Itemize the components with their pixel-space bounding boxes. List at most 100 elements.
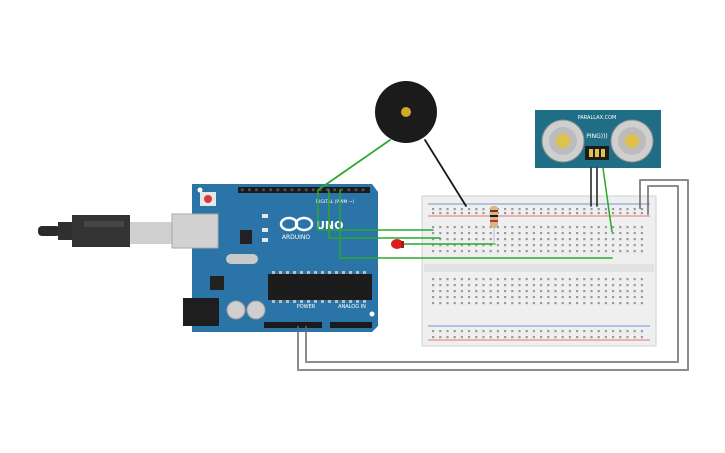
breadboard-hole bbox=[612, 226, 615, 229]
breadboard-hole bbox=[597, 238, 600, 241]
digital-pin-holes bbox=[241, 188, 365, 192]
breadboard-hole bbox=[504, 336, 507, 339]
breadboard-hole bbox=[561, 226, 564, 229]
ultrasonic-sensor[interactable]: PARALLAX.COM PING))) bbox=[535, 110, 661, 168]
breadboard-hole bbox=[432, 232, 435, 235]
sensor-pin-gnd[interactable] bbox=[589, 149, 593, 157]
breadboard-hole bbox=[626, 244, 629, 247]
resistor-band bbox=[490, 220, 498, 222]
breadboard-hole bbox=[597, 296, 600, 299]
breadboard-hole bbox=[547, 244, 550, 247]
breadboard-hole bbox=[460, 226, 463, 229]
breadboard-hole bbox=[504, 278, 507, 281]
resistor[interactable] bbox=[490, 206, 498, 228]
breadboard-hole bbox=[432, 296, 435, 299]
breadboard-hole bbox=[619, 296, 622, 299]
breadboard-hole bbox=[561, 238, 564, 241]
breadboard-hole bbox=[511, 232, 514, 235]
breadboard-hole bbox=[568, 330, 571, 333]
sensor-pin-5v[interactable] bbox=[595, 149, 599, 157]
breadboard-hole bbox=[496, 336, 499, 339]
wire-green-1[interactable] bbox=[317, 189, 434, 231]
breadboard-hole bbox=[561, 208, 564, 211]
breadboard-hole bbox=[576, 244, 579, 247]
breadboard-hole bbox=[439, 284, 442, 287]
arduino-led-tx bbox=[262, 228, 268, 232]
breadboard-hole bbox=[489, 302, 492, 305]
breadboard-hole bbox=[626, 336, 629, 339]
breadboard-hole bbox=[511, 238, 514, 241]
wire-sensor-signal[interactable] bbox=[602, 167, 613, 233]
usb-cable[interactable] bbox=[38, 215, 174, 247]
breadboard-hole bbox=[482, 296, 485, 299]
breadboard-hole bbox=[511, 284, 514, 287]
wire-buzzer-ground[interactable] bbox=[424, 139, 467, 207]
breadboard-hole bbox=[532, 302, 535, 305]
breadboard-hole bbox=[518, 302, 521, 305]
breadboard-hole bbox=[612, 212, 615, 215]
breadboard-hole bbox=[453, 278, 456, 281]
breadboard-hole bbox=[604, 244, 607, 247]
breadboard[interactable] bbox=[421, 195, 657, 347]
breadboard-hole bbox=[504, 302, 507, 305]
breadboard-hole bbox=[568, 232, 571, 235]
breadboard-hole bbox=[460, 250, 463, 253]
breadboard-hole bbox=[604, 208, 607, 211]
breadboard-hole bbox=[576, 278, 579, 281]
power-pin-header[interactable] bbox=[264, 322, 322, 328]
breadboard-hole bbox=[446, 226, 449, 229]
breadboard-hole bbox=[640, 232, 643, 235]
breadboard-hole bbox=[439, 296, 442, 299]
breadboard-hole bbox=[525, 336, 528, 339]
wire-green-3[interactable] bbox=[339, 189, 613, 259]
breadboard-hole bbox=[590, 330, 593, 333]
breadboard-hole bbox=[568, 244, 571, 247]
breadboard-hole bbox=[590, 250, 593, 253]
breadboard-hole bbox=[547, 232, 550, 235]
breadboard-hole bbox=[468, 278, 471, 281]
breadboard-hole bbox=[547, 336, 550, 339]
breadboard-hole bbox=[640, 290, 643, 293]
breadboard-hole bbox=[439, 208, 442, 211]
arduino-crystal bbox=[226, 254, 258, 264]
breadboard-hole bbox=[626, 284, 629, 287]
wire-green-2[interactable] bbox=[328, 189, 441, 239]
breadboard-hole bbox=[619, 336, 622, 339]
digital-pin-header[interactable] bbox=[238, 187, 370, 193]
breadboard-hole bbox=[482, 208, 485, 211]
arduino-capacitor-2 bbox=[246, 300, 266, 320]
chip-pin bbox=[300, 271, 303, 274]
breadboard-hole bbox=[482, 290, 485, 293]
breadboard-hole bbox=[604, 336, 607, 339]
breadboard-hole bbox=[511, 302, 514, 305]
breadboard-hole bbox=[504, 244, 507, 247]
breadboard-hole bbox=[453, 284, 456, 287]
sensor-model-label: PING))) bbox=[586, 133, 608, 140]
arduino-board[interactable]: ARDUINO UNO DIGITAL (PWM ~) POWER ANALOG… bbox=[171, 184, 378, 332]
analog-pin-header[interactable] bbox=[330, 322, 372, 328]
breadboard-hole bbox=[583, 290, 586, 293]
breadboard-hole bbox=[583, 226, 586, 229]
breadboard-holes[interactable] bbox=[432, 208, 643, 339]
breadboard-hole bbox=[439, 250, 442, 253]
breadboard-hole bbox=[468, 226, 471, 229]
breadboard-hole bbox=[518, 232, 521, 235]
breadboard-hole bbox=[619, 226, 622, 229]
breadboard-hole bbox=[496, 244, 499, 247]
breadboard-hole bbox=[540, 296, 543, 299]
breadboard-hole bbox=[446, 330, 449, 333]
chip-pin bbox=[342, 300, 345, 303]
breadboard-hole bbox=[576, 212, 579, 215]
breadboard-hole bbox=[604, 232, 607, 235]
breadboard-hole bbox=[511, 336, 514, 339]
breadboard-hole bbox=[626, 212, 629, 215]
breadboard-hole bbox=[604, 284, 607, 287]
breadboard-hole bbox=[583, 336, 586, 339]
wire-buzzer-signal[interactable] bbox=[317, 139, 391, 191]
piezo-buzzer[interactable] bbox=[375, 81, 437, 143]
sensor-pin-sig[interactable] bbox=[601, 149, 605, 157]
breadboard-hole bbox=[439, 212, 442, 215]
chip-pin bbox=[286, 271, 289, 274]
red-led[interactable] bbox=[391, 239, 404, 249]
breadboard-hole bbox=[525, 208, 528, 211]
